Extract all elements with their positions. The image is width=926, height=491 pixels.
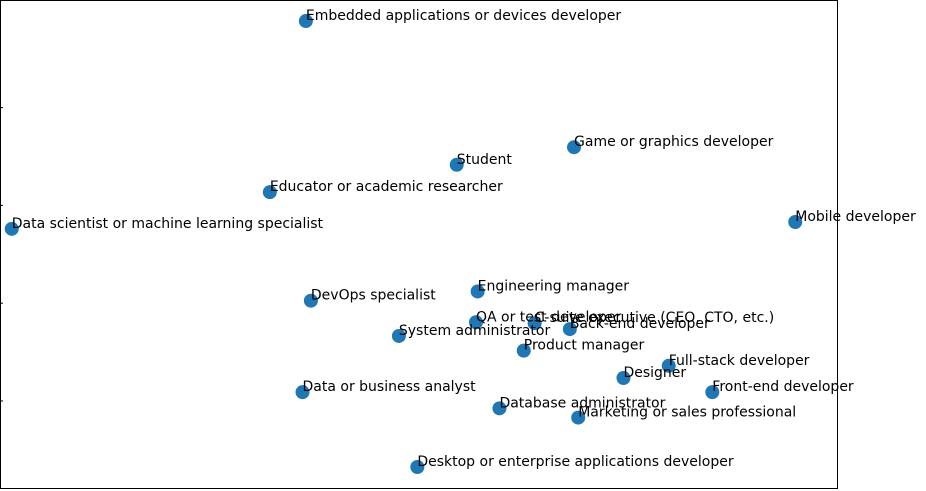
scatter-point-14 — [616, 370, 631, 385]
point-label-10: Back-end developer — [570, 316, 710, 332]
scatter-point-0 — [298, 14, 313, 29]
point-labels: Embedded applications or devices develop… — [12, 8, 916, 470]
scatter-point-1 — [567, 140, 582, 155]
scatter-point-11 — [391, 328, 406, 343]
point-label-12: Product manager — [524, 338, 645, 354]
scatter-point-13 — [661, 358, 676, 373]
point-label-11: System administrator — [399, 323, 551, 339]
point-label-13: Full-stack developer — [669, 353, 810, 369]
point-label-7: DevOps specialist — [311, 288, 436, 304]
scatter-point-2 — [449, 157, 464, 172]
scatter-point-3 — [262, 185, 277, 200]
scatter-point-10 — [562, 322, 577, 337]
scatter-point-4 — [4, 221, 19, 236]
point-label-18: Marketing or sales professional — [578, 405, 796, 421]
point-label-4: Data scientist or machine learning speci… — [12, 216, 324, 232]
point-label-1: Game or graphics developer — [574, 134, 774, 150]
point-label-19: Desktop or enterprise applications devel… — [417, 454, 734, 470]
scatter-point-12 — [516, 343, 531, 358]
scatter-point-19 — [410, 459, 425, 474]
scatter-point-6 — [470, 284, 485, 299]
plot-frame — [0, 0, 838, 489]
scatter-point-8 — [527, 316, 542, 331]
point-label-6: Engineering manager — [478, 278, 630, 294]
point-label-0: Embedded applications or devices develop… — [306, 8, 622, 24]
scatter-point-5 — [788, 215, 803, 230]
point-label-17: Database administrator — [499, 395, 665, 411]
point-label-2: Student — [457, 152, 513, 168]
scatter-points — [4, 14, 803, 474]
point-label-16: Data or business analyst — [303, 379, 477, 395]
point-label-3: Educator or academic researcher — [270, 179, 503, 195]
scatter-point-18 — [571, 410, 586, 425]
scatter-point-15 — [705, 385, 720, 400]
scatter-point-7 — [303, 293, 318, 308]
point-label-9: QA or test developer — [476, 309, 622, 325]
point-label-5: Mobile developer — [795, 209, 916, 225]
point-label-8: C-suite executive (CEO, CTO, etc.) — [535, 310, 775, 326]
point-label-15: Front-end developer — [712, 379, 854, 395]
scatter-point-16 — [295, 385, 310, 400]
scatter-point-17 — [492, 401, 507, 416]
y-axis-ticks — [0, 107, 3, 402]
point-label-14: Designer — [623, 365, 686, 381]
scatter-point-9 — [468, 315, 483, 330]
